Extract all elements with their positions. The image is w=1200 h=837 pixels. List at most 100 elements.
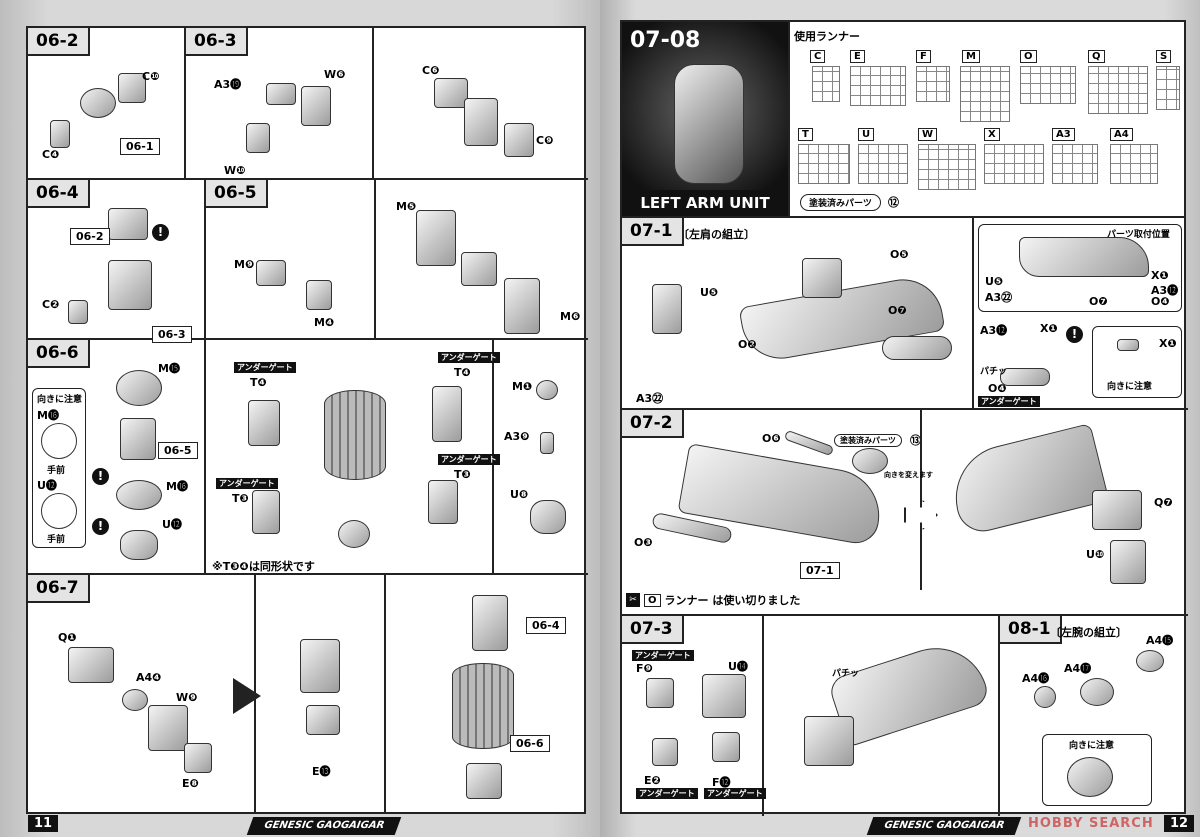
right-page: 07-08 LEFT ARM UNIT 使用ランナー C E F M O Q S… <box>600 0 1200 837</box>
part-callout: W❿ <box>224 164 246 177</box>
shape-note: ※T❸❹は同形状です <box>212 560 315 573</box>
step-label: 06-3 <box>186 28 248 56</box>
part-drawing <box>306 280 332 310</box>
note-title: 向きに注意 <box>1107 382 1153 392</box>
part-callout: O❼ <box>888 304 907 317</box>
snap-label: パチッ <box>832 669 860 679</box>
unit-header: 07-08 LEFT ARM UNIT <box>622 22 790 218</box>
part-drawing <box>1136 650 1164 672</box>
part-drawing <box>646 678 674 708</box>
runner-sprue <box>858 144 908 184</box>
unit-title: LEFT ARM UNIT <box>622 190 788 216</box>
under-gate-tag: アンダーゲート <box>438 352 500 363</box>
part-callout: O❷ <box>738 338 757 351</box>
part-callout: A3㉒ <box>985 291 1013 304</box>
part-drawing <box>1000 368 1050 386</box>
runner-sprue <box>1052 144 1098 184</box>
alert-icon: ! <box>92 518 109 535</box>
orientation-note: 向きに注意 M⓰ 手前 U⓬ 手前 <box>32 388 86 548</box>
alert-icon: ! <box>92 468 109 485</box>
step-label: 06-4 <box>28 180 90 208</box>
step-06-3-continued: C❻ C❾ <box>374 28 588 180</box>
part-callout: W❻ <box>324 68 346 81</box>
part-callout: M⓰ <box>37 409 59 422</box>
painted-parts-tag: 塗装済みパーツ <box>800 194 881 211</box>
part-drawing <box>1034 686 1056 708</box>
part-callout: X❶ <box>1040 322 1058 335</box>
part-callout: O❼ <box>1089 295 1108 308</box>
left-arm-illustration <box>674 64 744 184</box>
part-drawing <box>80 88 116 118</box>
part-drawing <box>712 732 740 762</box>
part-drawing <box>116 480 162 510</box>
part-callout: M❹ <box>314 316 335 329</box>
step-label: 06-5 <box>206 180 268 208</box>
runner-label: M <box>962 50 980 63</box>
part-callout: A3⓬ <box>1151 284 1179 297</box>
part-drawing <box>248 400 280 446</box>
part-drawing <box>504 123 534 157</box>
part-drawing <box>120 530 158 560</box>
part-drawing <box>434 78 468 108</box>
step-reference: 07-1 <box>800 562 840 579</box>
runner-sprue <box>984 144 1044 184</box>
runner-sprue <box>798 144 850 184</box>
runner-label: W <box>918 128 938 141</box>
part-drawing <box>184 743 212 773</box>
alert-icon: ! <box>1066 326 1083 343</box>
runner-label: O <box>1020 50 1037 63</box>
part-drawing <box>852 448 888 474</box>
runner-sprue <box>1088 66 1148 114</box>
footer-title: GENESIC GAOGAIGAR <box>866 817 1022 835</box>
part-callout: U❺ <box>985 275 1004 288</box>
part-drawing <box>338 520 370 548</box>
under-gate-tag: アンダーゲート <box>632 650 694 661</box>
painted-parts-number: ⑬ <box>910 434 921 447</box>
part-drawing <box>452 663 514 749</box>
under-gate-tag: アンダーゲート <box>234 362 296 373</box>
part-drawing <box>1117 339 1139 351</box>
runner-sprue <box>916 66 950 102</box>
runner-sprue <box>918 144 976 190</box>
turn-note: 向きを変えます <box>884 471 933 479</box>
step-label: 06-2 <box>28 28 90 56</box>
step-reference: 06-5 <box>158 442 198 459</box>
part-drawing <box>266 83 296 105</box>
runners-title: 使用ランナー <box>794 30 860 43</box>
part-callout: U⓬ <box>162 518 182 531</box>
part-callout: U❺ <box>700 286 719 299</box>
step-06-6-parts: M❶ A3❾ U❽ <box>494 340 588 575</box>
part-callout: O❹ <box>988 382 1007 395</box>
part-callout: A3❾ <box>504 430 530 443</box>
part-callout: E❽ <box>182 777 199 790</box>
step-label: 07-2 <box>622 410 684 438</box>
painted-parts-tag: 塗装済みパーツ <box>834 434 902 447</box>
runner-sprue <box>812 66 840 102</box>
part-callout: U⓮ <box>728 660 748 673</box>
step-06-7-assembled: E⓭ <box>256 575 386 814</box>
runner-label: A3 <box>1052 128 1075 141</box>
painted-parts-number: ⑫ <box>888 196 899 209</box>
part-drawing <box>536 380 558 400</box>
part-drawing <box>41 493 77 529</box>
step-reference: 06-6 <box>510 735 550 752</box>
part-drawing <box>41 423 77 459</box>
left-page: 06-2 C❿ C❹ 06-1 06-3 A3⓳ W❻ W❿ C❻ C❾ 06-… <box>0 0 600 837</box>
part-callout: F⓬ <box>712 776 731 789</box>
under-gate-tag: アンダーゲート <box>704 788 766 799</box>
part-callout: W❾ <box>176 691 198 704</box>
part-callout: O❸ <box>634 536 653 549</box>
step-06-7: 06-7 Q❶ A4❹ W❾ E❽ <box>28 575 256 814</box>
part-callout: A4❹ <box>136 671 162 684</box>
part-drawing <box>461 252 497 286</box>
part-callout: C❾ <box>536 134 554 147</box>
divider <box>920 410 922 590</box>
part-callout: X❶ <box>1151 269 1169 282</box>
front-label: 手前 <box>47 535 66 545</box>
step-subtitle: 〔左肩の組立〕 <box>678 228 755 241</box>
step-07-1-details: パーツ取付位置 U❺ A3㉒ X❶ A3⓬ O❹ O❼ A3⓬ X❶ ! パチッ… <box>974 218 1188 410</box>
step-07-3: 07-3 アンダーゲート F❾ U⓮ E❷ アンダーゲート F⓬ アンダーゲート <box>622 616 766 816</box>
footer-title: GENESIC GAOGAIGAR <box>246 817 402 835</box>
part-drawing <box>252 490 280 534</box>
part-drawing <box>1110 540 1146 584</box>
